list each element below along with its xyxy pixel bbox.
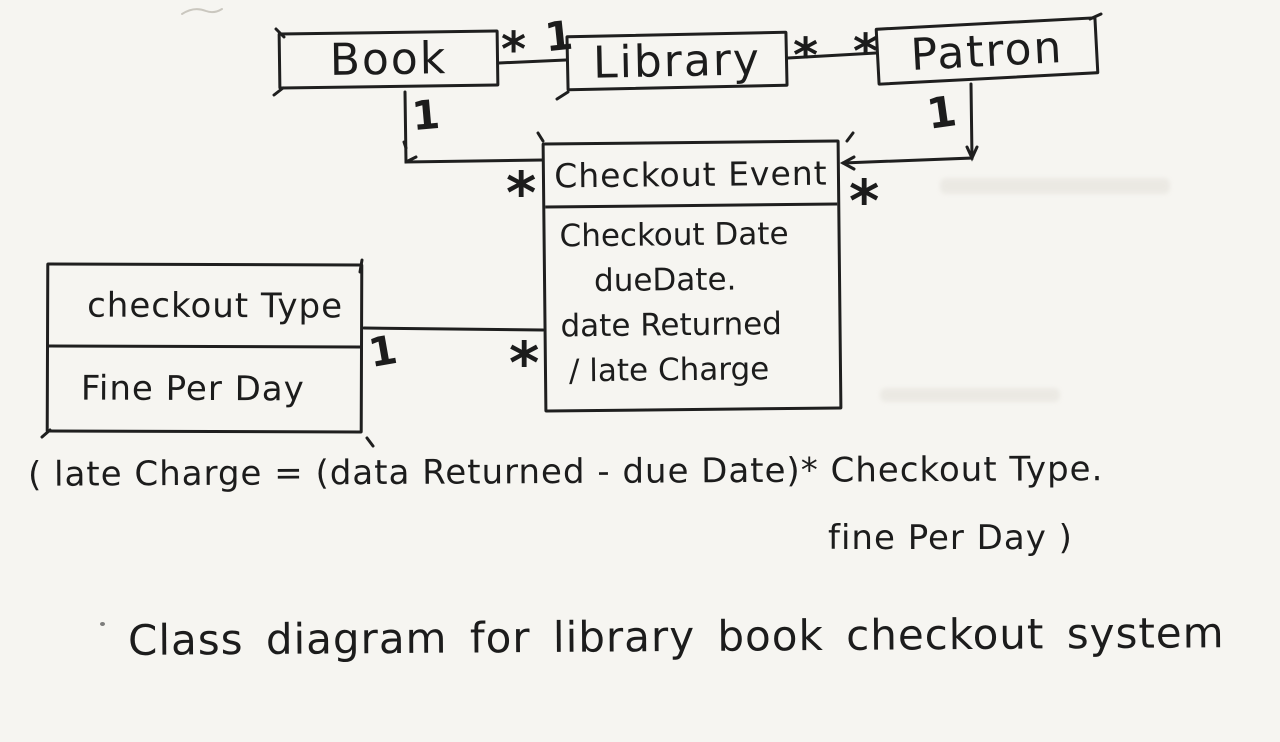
class-box-checkout-event: Checkout Event Checkout Date dueDate. da… [541, 139, 843, 413]
attribute-date-returned: date Returned [560, 306, 783, 345]
association-library-patron [786, 51, 878, 60]
class-box-library: Library [565, 30, 789, 92]
association-type-event [362, 326, 545, 332]
multiplicity-patron-bottom: 1 [923, 86, 960, 139]
class-box-patron: Patron [874, 16, 1100, 86]
attribute-list: Checkout Date dueDate. date Returned / l… [545, 205, 839, 394]
pencil-smudge [181, 8, 223, 15]
scan-smudge [880, 388, 1060, 402]
class-name-checkout-event: Checkout Event [544, 142, 838, 209]
multiplicity-event-left: * [506, 159, 537, 227]
diagram-caption: Class diagram for library book checkout … [127, 608, 1225, 665]
sketch-marks [40, 12, 1103, 448]
class-box-book: Book [277, 29, 500, 90]
class-name-patron: Patron [909, 21, 1065, 81]
field-checkout-type: checkout Type [49, 265, 361, 349]
multiplicity-library-right: * [793, 28, 819, 84]
attribute-due-date: dueDate. [593, 261, 737, 300]
class-box-checkout-type: checkout Type Fine Per Day [45, 262, 364, 434]
formula-line2: fine Per Day ) [828, 518, 1073, 558]
attribute-late-charge: / late Charge [568, 351, 770, 390]
multiplicity-book-right: * [501, 22, 527, 78]
class-name-library: Library [592, 33, 762, 89]
multiplicity-patron-left: * [853, 24, 879, 80]
arrowhead-down [965, 145, 979, 162]
class-name-book: Book [329, 33, 448, 86]
association-book-event-tick [402, 140, 418, 164]
stray-dot [100, 622, 105, 626]
field-fine-per-day: Fine Per Day [80, 368, 305, 410]
formula-line1: ( late Charge = (data Returned - due Dat… [27, 449, 1104, 495]
association-book-library [497, 58, 568, 65]
multiplicity-event-right: * [849, 167, 880, 235]
arrowhead-left [839, 155, 856, 171]
attribute-checkout-date: Checkout Date [559, 215, 789, 255]
multiplicity-library-left: 1 [542, 12, 576, 62]
scan-smudge [940, 178, 1170, 194]
multiplicity-event-mid: * [509, 329, 540, 397]
multiplicity-book-bottom: 1 [410, 91, 442, 141]
